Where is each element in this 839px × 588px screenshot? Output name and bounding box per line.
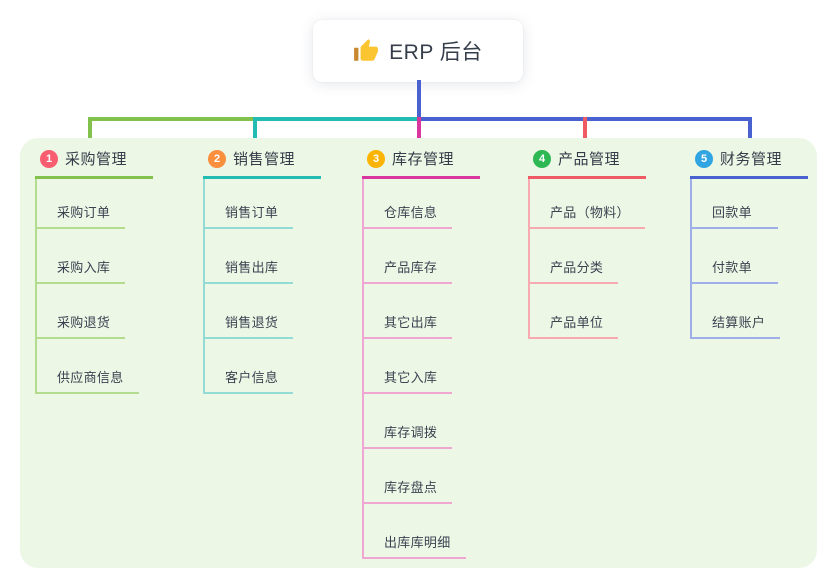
thumbs-up-icon	[354, 39, 379, 61]
branch-sales: 2 销售管理 销售订单 销售出库 销售退货 客户信息	[203, 148, 321, 394]
node-sales-return[interactable]: 销售退货	[205, 284, 294, 339]
badge-5: 5	[695, 149, 713, 168]
node-other-outbound[interactable]: 其它出库	[364, 284, 453, 339]
node-purchase-order[interactable]: 采购订单	[37, 179, 126, 229]
branch-purchase: 1 采购管理 采购订单 采购入库 采购退货 供应商信息	[35, 148, 153, 394]
branch-finance-header[interactable]: 5 财务管理	[690, 148, 808, 179]
node-outbound-detail[interactable]: 出库库明细	[364, 504, 466, 559]
node-product-unit[interactable]: 产品单位	[530, 284, 619, 339]
branch-inventory-children: 仓库信息 产品库存 其它出库 其它入库 库存调拨 库存盘点 出库库明细	[362, 179, 466, 559]
branch-finance: 5 财务管理 回款单 付款单 结算账户	[690, 148, 808, 339]
branch-product-children: 产品（物料） 产品分类 产品单位	[528, 179, 645, 339]
branch-finance-label: 财务管理	[720, 151, 783, 168]
connector-drop-product	[583, 117, 587, 148]
node-stock-transfer[interactable]: 库存调拨	[364, 394, 453, 449]
node-stock-count[interactable]: 库存盘点	[364, 449, 453, 504]
badge-1: 1	[40, 149, 58, 168]
node-product-material[interactable]: 产品（物料）	[530, 179, 645, 229]
connector-drop-finance	[748, 117, 752, 148]
badge-2: 2	[208, 149, 226, 168]
connector-root-drop	[417, 80, 421, 119]
node-sales-outbound[interactable]: 销售出库	[205, 229, 294, 284]
node-receipt-doc[interactable]: 回款单	[692, 179, 778, 229]
node-product-stock[interactable]: 产品库存	[364, 229, 453, 284]
badge-4: 4	[533, 149, 551, 168]
connector-drop-inventory	[417, 117, 421, 148]
branch-inventory-header[interactable]: 3 库存管理	[362, 148, 480, 179]
root-node-title: ERP 后台	[389, 41, 483, 64]
badge-3: 3	[367, 149, 385, 168]
branch-inventory: 3 库存管理 仓库信息 产品库存 其它出库 其它入库 库存调拨 库存盘点 出库库…	[362, 148, 480, 559]
node-purchase-return[interactable]: 采购退货	[37, 284, 126, 339]
node-other-inbound[interactable]: 其它入库	[364, 339, 453, 394]
branch-inventory-label: 库存管理	[392, 151, 455, 168]
node-warehouse-info[interactable]: 仓库信息	[364, 179, 453, 229]
node-sales-order[interactable]: 销售订单	[205, 179, 294, 229]
node-product-category[interactable]: 产品分类	[530, 229, 619, 284]
connector-bus-mid	[253, 117, 419, 121]
connector-drop-purchase	[88, 117, 92, 148]
branch-sales-label: 销售管理	[233, 151, 296, 168]
node-settlement-account[interactable]: 结算账户	[692, 284, 781, 339]
connector-bus-left	[88, 117, 255, 121]
branch-product-header[interactable]: 4 产品管理	[528, 148, 646, 179]
node-payment-doc[interactable]: 付款单	[692, 229, 778, 284]
node-customer-info[interactable]: 客户信息	[205, 339, 294, 394]
branch-purchase-header[interactable]: 1 采购管理	[35, 148, 153, 179]
connector-drop-sales	[253, 117, 257, 148]
node-purchase-inbound[interactable]: 采购入库	[37, 229, 126, 284]
branch-finance-children: 回款单 付款单 结算账户	[690, 179, 781, 339]
branch-product: 4 产品管理 产品（物料） 产品分类 产品单位	[528, 148, 646, 339]
root-node-erp[interactable]: ERP 后台	[313, 20, 523, 82]
branch-sales-header[interactable]: 2 销售管理	[203, 148, 321, 179]
branch-sales-children: 销售订单 销售出库 销售退货 客户信息	[203, 179, 294, 394]
branch-product-label: 产品管理	[558, 151, 621, 168]
branch-purchase-children: 采购订单 采购入库 采购退货 供应商信息	[35, 179, 139, 394]
node-supplier-info[interactable]: 供应商信息	[37, 339, 139, 394]
branches-panel: 1 采购管理 采购订单 采购入库 采购退货 供应商信息 2 销售管理 销售订单 …	[20, 138, 817, 568]
branch-purchase-label: 采购管理	[65, 151, 128, 168]
